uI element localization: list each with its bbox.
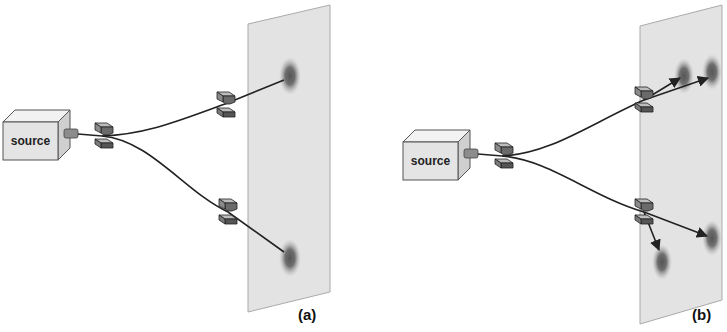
source-box: source: [3, 122, 58, 160]
source-label: source: [11, 134, 50, 148]
panel-label: (a): [298, 306, 316, 323]
source-box: source: [403, 142, 458, 180]
panel-label: (b): [692, 306, 711, 323]
source-label: source: [411, 154, 450, 168]
screen: [640, 5, 722, 324]
screen: [248, 5, 330, 312]
